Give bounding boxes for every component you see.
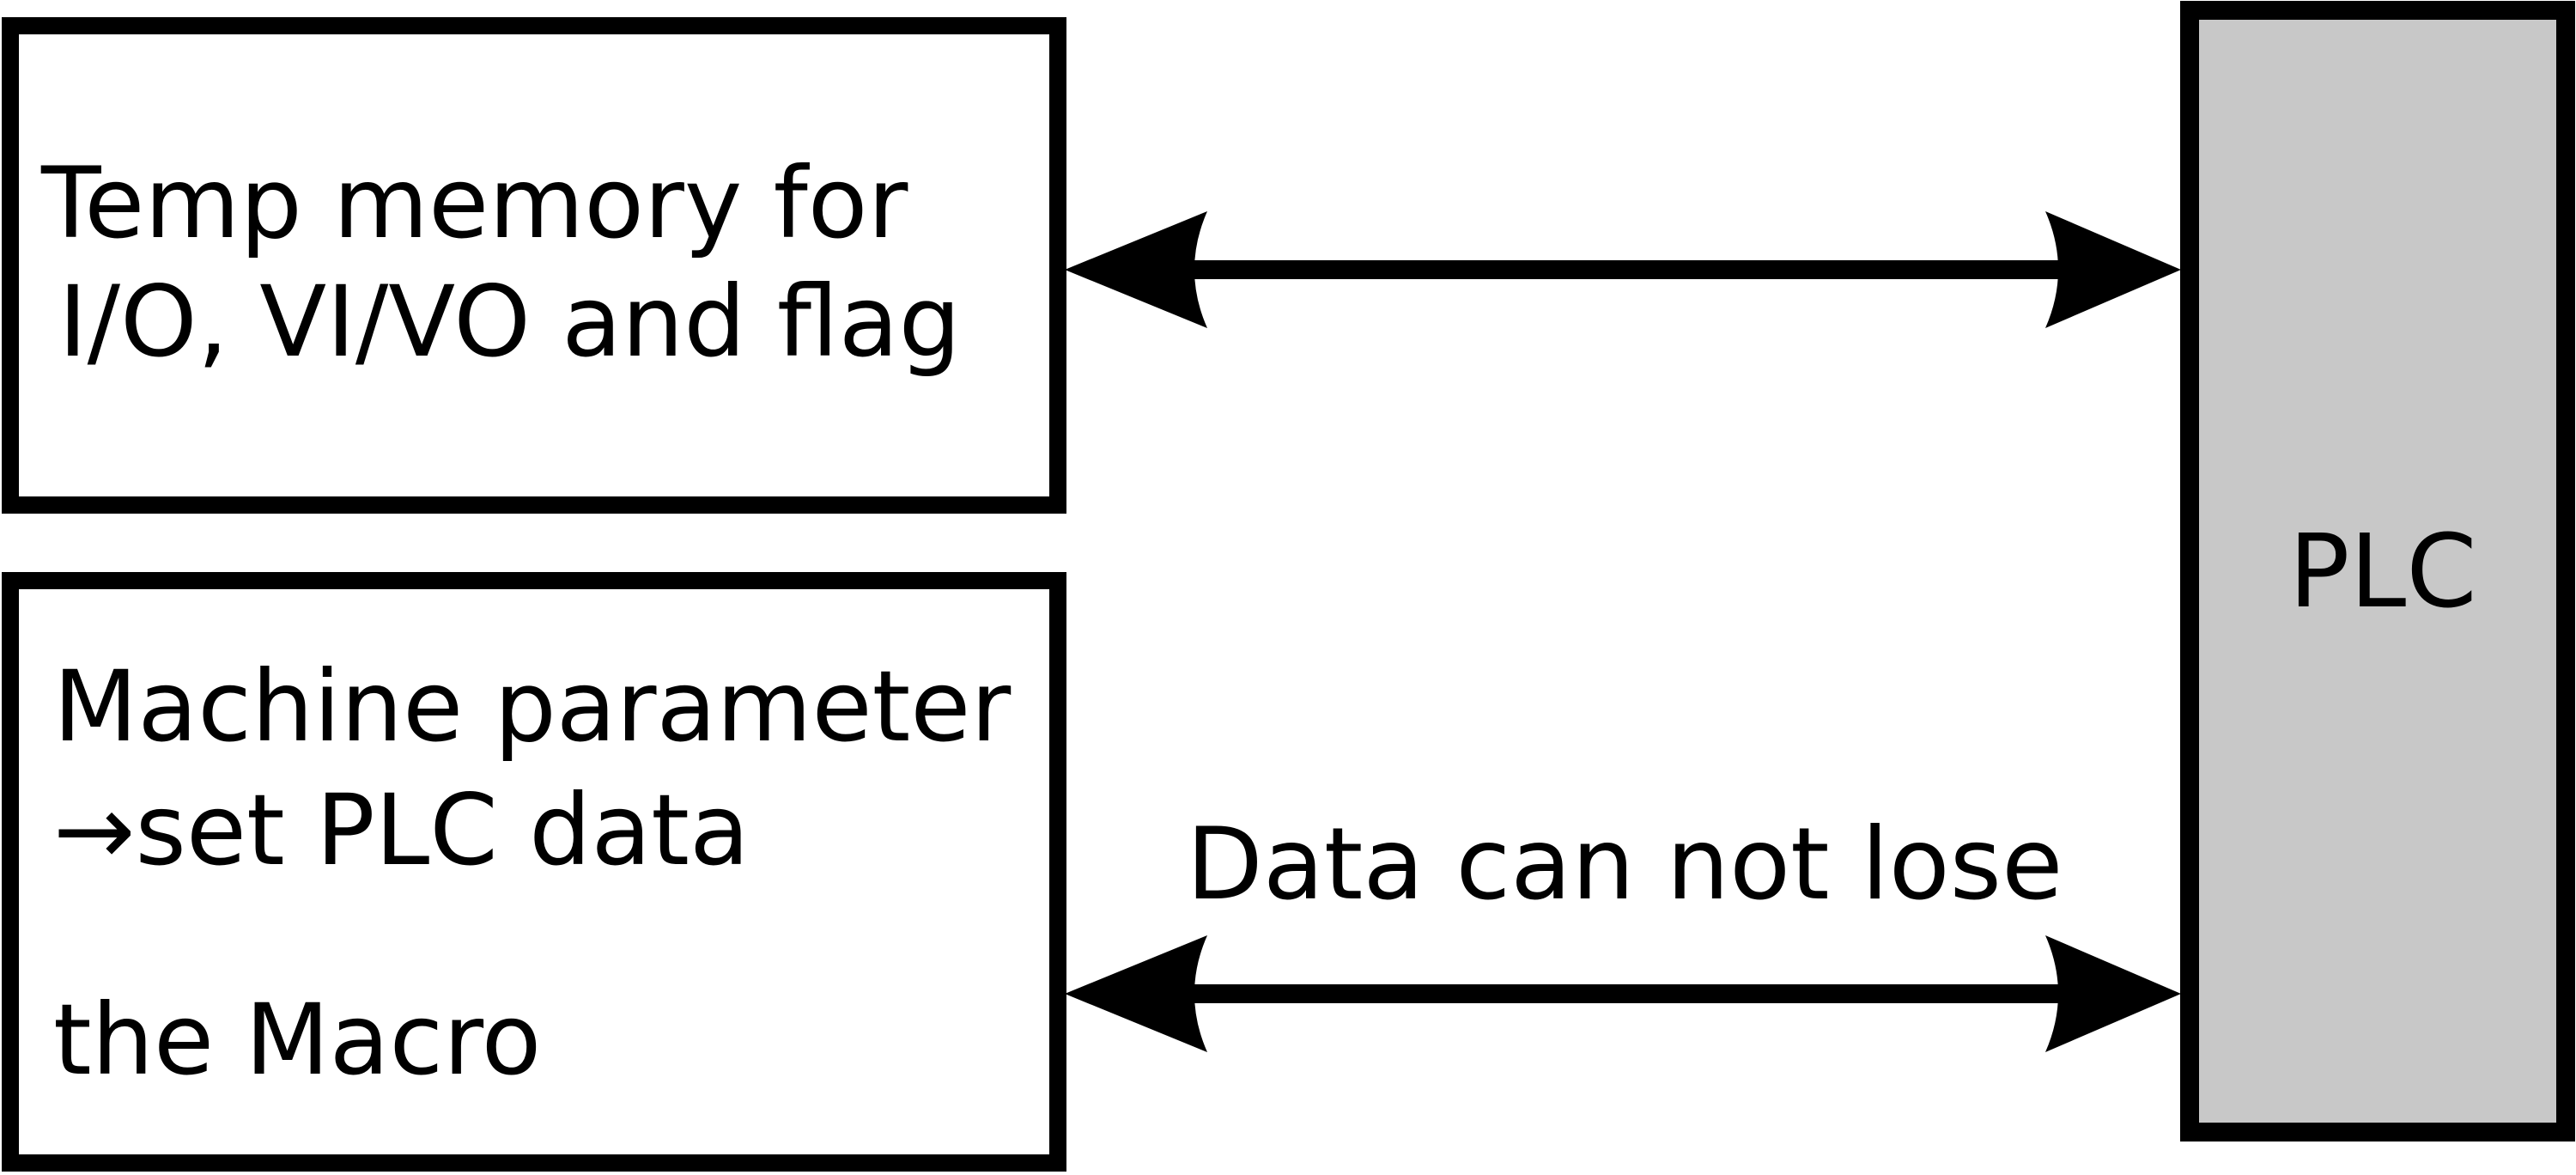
machine-parameter-label-line1: Machine parameter	[53, 649, 1011, 764]
bottom-bidirectional-arrow	[1065, 935, 2181, 1052]
bottom-arrow-label: Data can not lose	[1187, 807, 2063, 922]
temp-memory-label-line1: Temp memory for	[40, 146, 908, 260]
temp-memory-box	[2, 17, 1066, 514]
plc-box	[2180, 1, 2575, 1142]
bottom-arrow-right-head	[2045, 935, 2181, 1052]
machine-parameter-label-line2: →set PLC data	[53, 773, 750, 887]
machine-parameter-box	[2, 572, 1066, 1172]
machine-parameter-label-line3: the Macro	[53, 983, 541, 1097]
top-bidirectional-arrow	[1065, 211, 2181, 328]
plc-label: PLC	[2288, 512, 2476, 630]
top-arrow-left-head	[1065, 211, 1207, 328]
bottom-arrow-left-head	[1065, 935, 1207, 1052]
temp-memory-label-line2: I/O, VI/VO and flag	[58, 265, 961, 379]
top-arrow-right-head	[2045, 211, 2181, 328]
